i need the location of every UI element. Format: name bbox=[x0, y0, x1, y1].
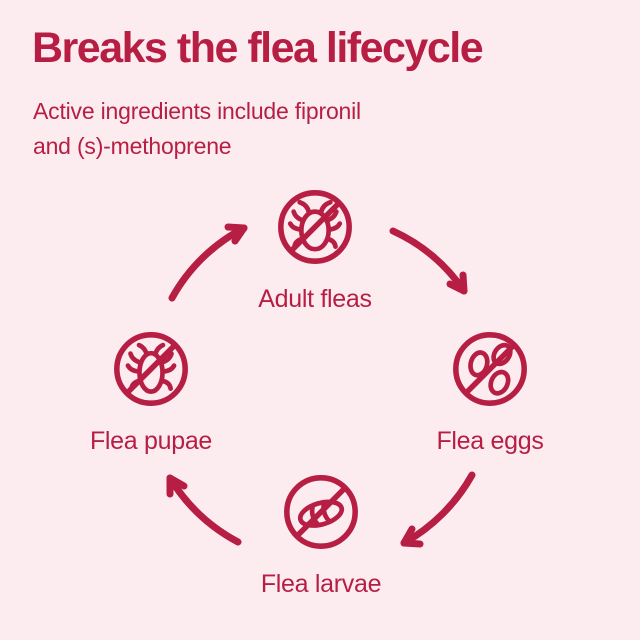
stage-label-flea-pupae: Flea pupae bbox=[89, 427, 213, 455]
prohibition-slash bbox=[124, 342, 178, 396]
prohibition-slash bbox=[294, 485, 348, 539]
prohibition-ring bbox=[284, 475, 358, 549]
stage-adult-fleas: Adult fleas bbox=[205, 186, 425, 314]
no-flea-eggs-icon bbox=[453, 332, 527, 406]
subtitle-line-2: and (s)-methoprene bbox=[33, 133, 232, 159]
stage-label-adult-fleas: Adult fleas bbox=[258, 285, 372, 313]
stage-flea-pupae: Flea pupae bbox=[41, 328, 261, 456]
no-adult-fleas-icon bbox=[278, 190, 352, 264]
subtitle-line-1: Active ingredients include fipronil bbox=[33, 98, 361, 124]
page-title: Breaks the flea lifecycle bbox=[32, 24, 484, 72]
stage-label-flea-eggs: Flea eggs bbox=[436, 427, 544, 455]
prohibition-ring bbox=[278, 190, 352, 264]
no-flea-larvae-icon bbox=[284, 475, 358, 549]
prohibition-slash bbox=[288, 200, 342, 254]
flea-bug-glyph bbox=[287, 199, 343, 252]
page-subtitle: Active ingredients include fipronil and … bbox=[33, 94, 503, 164]
arrow-adult-to-eggs-head bbox=[446, 271, 468, 295]
prohibition-slash bbox=[463, 342, 517, 396]
stage-flea-larvae: Flea larvae bbox=[211, 471, 431, 599]
flea-larva-glyph bbox=[297, 499, 345, 528]
stage-label-flea-larvae: Flea larvae bbox=[260, 570, 382, 598]
prohibition-ring bbox=[453, 332, 527, 406]
no-flea-pupae-icon bbox=[114, 332, 188, 406]
arrow-larvae-to-pupae-head bbox=[166, 474, 188, 498]
prohibition-ring bbox=[114, 332, 188, 406]
stage-flea-eggs: Flea eggs bbox=[380, 328, 600, 456]
